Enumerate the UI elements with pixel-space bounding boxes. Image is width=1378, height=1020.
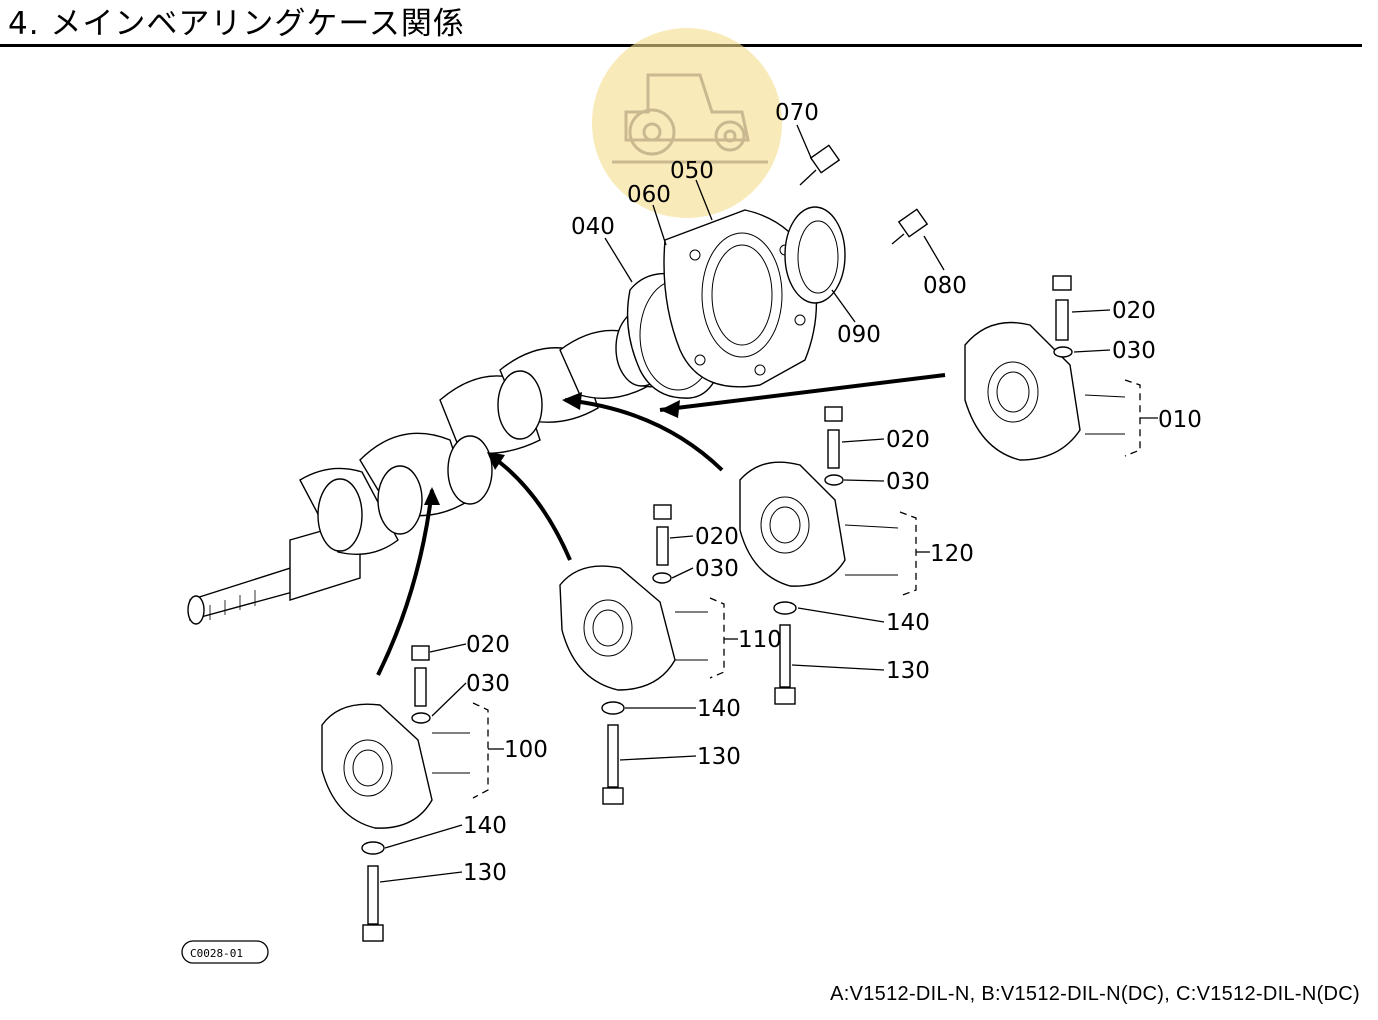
crankshaft — [187, 309, 681, 625]
seal-case-assembly — [626, 206, 846, 399]
model-applicability: A:V1512-DIL-N, B:V1512-DIL-N(DC), C:V151… — [830, 983, 1360, 1005]
bearing-case-110 — [559, 504, 676, 805]
assembly-arrows — [376, 373, 946, 676]
drawing-code: C0028-01 — [190, 947, 243, 960]
callout-020-120: 020 — [886, 427, 930, 453]
drawing-code-badge: C0028-01 — [181, 940, 269, 964]
callout-020-010: 020 — [1112, 298, 1156, 324]
bearing-case-100 — [321, 645, 433, 942]
callout-120: 120 — [930, 541, 974, 567]
callout-050: 050 — [670, 158, 714, 184]
callout-090: 090 — [837, 322, 881, 348]
page-title: 4. メインベアリングケース関係 — [8, 6, 465, 42]
callout-130-120: 130 — [886, 658, 930, 684]
leader-lines — [379, 124, 1158, 883]
callout-030-010: 030 — [1112, 338, 1156, 364]
callout-130-100: 130 — [463, 860, 507, 886]
callout-020-110: 020 — [695, 524, 739, 550]
callout-140-110: 140 — [697, 696, 741, 722]
callout-040: 040 — [571, 214, 615, 240]
bolt-070 — [799, 144, 841, 186]
callout-030-100: 030 — [466, 671, 510, 697]
callout-060: 060 — [627, 182, 671, 208]
callout-140-100: 140 — [463, 813, 507, 839]
callout-140-120: 140 — [886, 610, 930, 636]
callout-130-110: 130 — [697, 744, 741, 770]
callout-010: 010 — [1158, 407, 1202, 433]
callout-080: 080 — [923, 273, 967, 299]
bolt-080 — [891, 208, 929, 245]
callout-110: 110 — [738, 627, 782, 653]
bearing-case-120 — [739, 406, 846, 705]
callout-030-110: 030 — [695, 556, 739, 582]
callout-100: 100 — [504, 737, 548, 763]
bearing-case-010 — [964, 275, 1081, 461]
callout-030-120: 030 — [886, 469, 930, 495]
callout-070: 070 — [775, 100, 819, 126]
callout-020-100: 020 — [466, 632, 510, 658]
tractor-icon — [592, 28, 782, 218]
callout-labels: 070 050 060 040 080 090 020 030 010 020 … — [463, 100, 1202, 886]
